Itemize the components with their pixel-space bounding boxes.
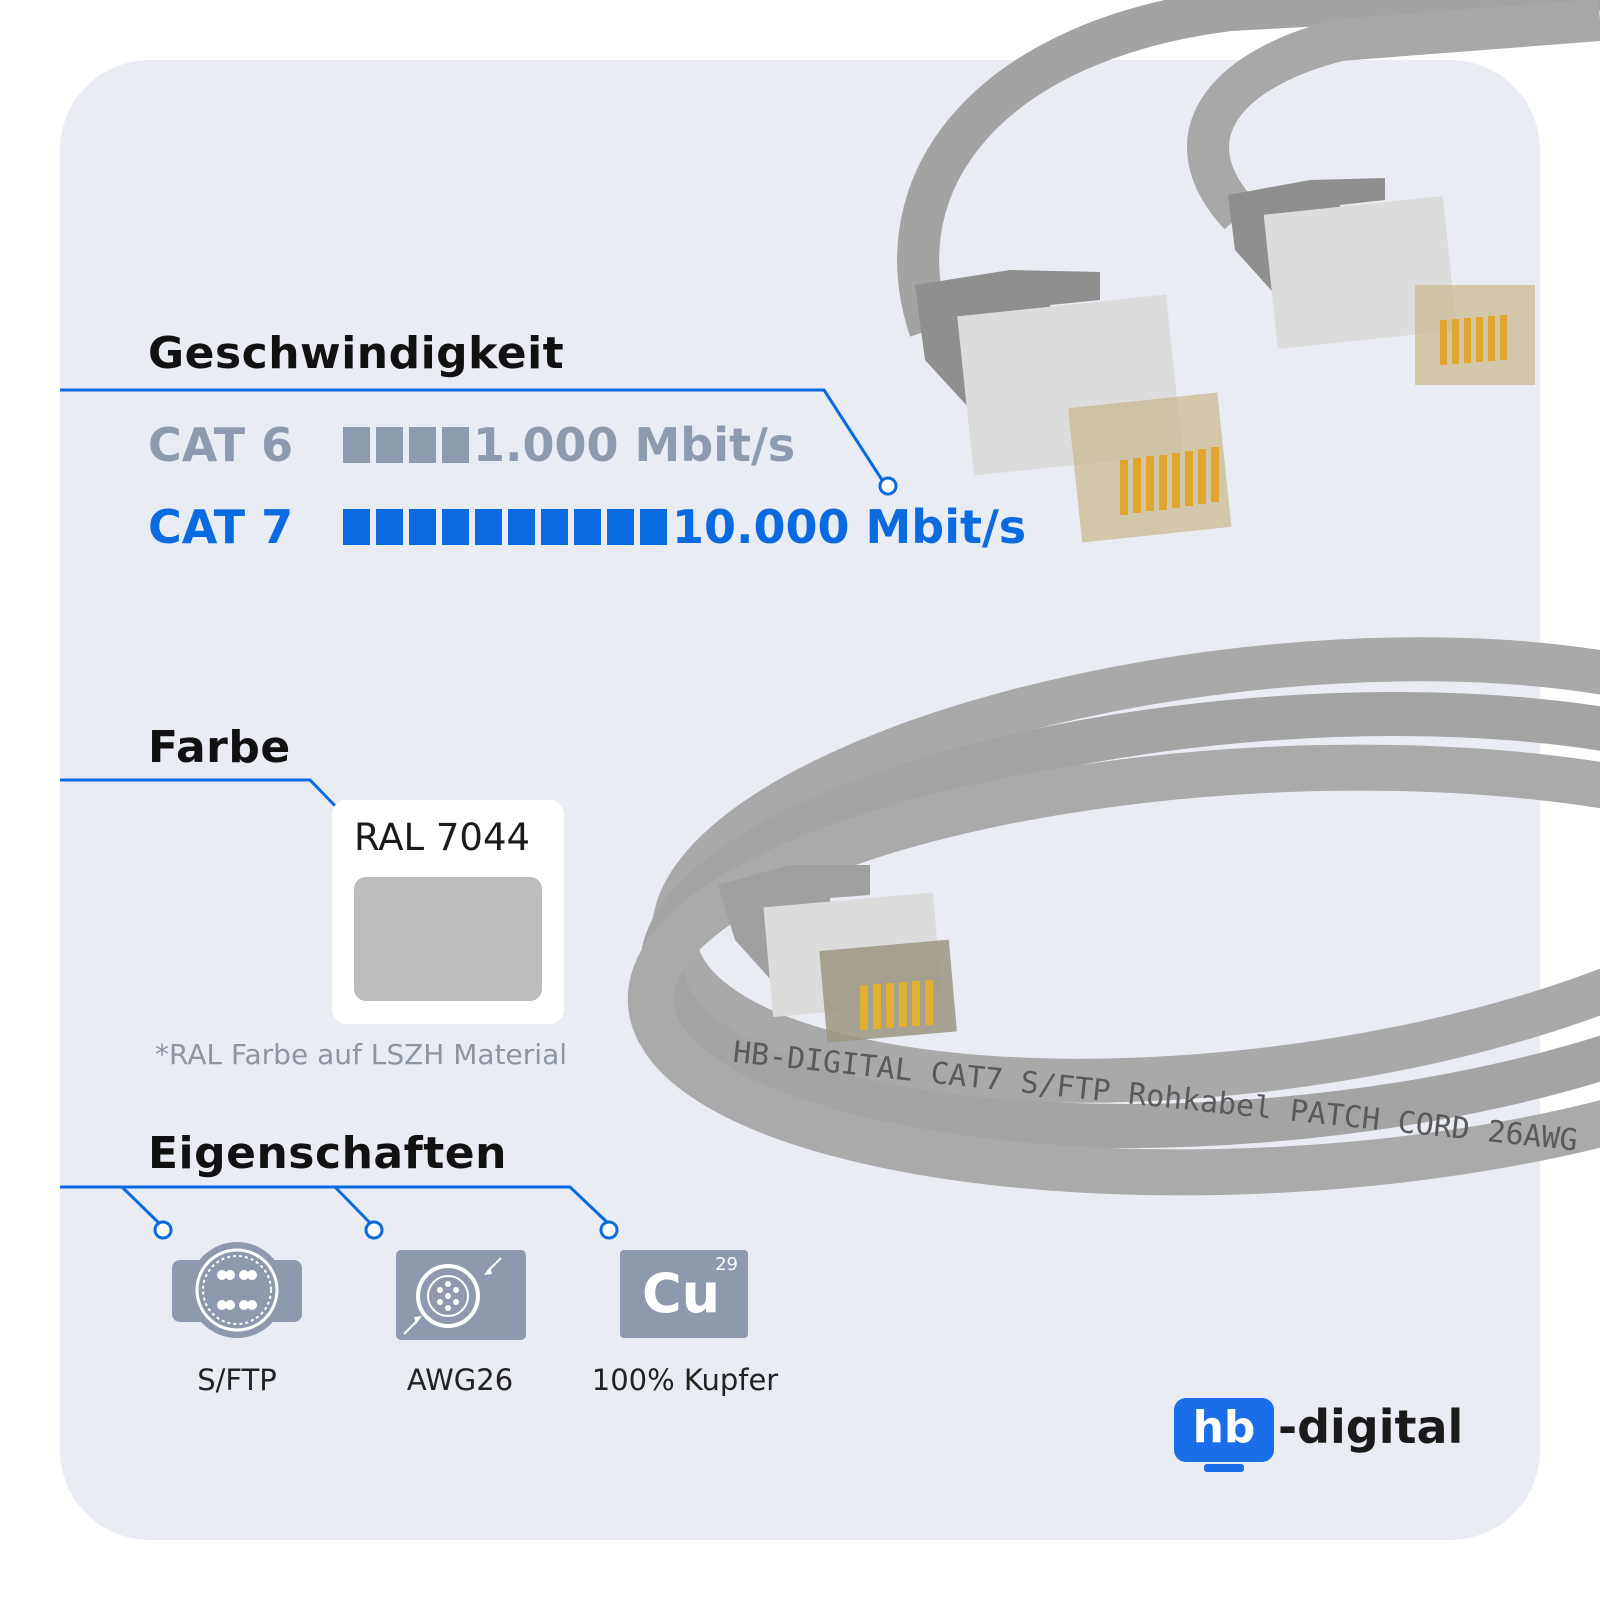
speed-bar-segment xyxy=(541,509,568,545)
upper-cable-2 xyxy=(1187,0,1600,230)
hb-digital-logo: hb -digital xyxy=(1174,1398,1464,1488)
properties-heading: Eigenschaften xyxy=(148,1128,507,1179)
speed-bar-segment xyxy=(376,509,403,545)
cat7-speed-bar xyxy=(343,509,667,545)
copper-symbol: Cu xyxy=(642,1262,721,1325)
speed-bar-segment xyxy=(376,427,403,463)
copper-label: 100% Kupfer xyxy=(591,1363,779,1397)
speed-bar-segment xyxy=(343,427,370,463)
speed-heading: Geschwindigkeit xyxy=(148,328,565,379)
cat6-speed-value: 1.000 Mbit/s xyxy=(473,418,796,472)
speed-bar-segment xyxy=(607,509,634,545)
speed-bar-segment xyxy=(574,509,601,545)
speed-bar-segment xyxy=(475,509,502,545)
copper-element-icon: Cu 29 xyxy=(620,1250,748,1338)
ral-color-card: RAL 7044 xyxy=(332,800,564,1024)
awg-wire-gauge-icon xyxy=(396,1250,526,1340)
material-footnote: *RAL Farbe auf LSZH Material xyxy=(155,1038,568,1071)
sftp-cable-cross-section-icon xyxy=(172,1242,302,1338)
connector-dot-copper xyxy=(599,1220,619,1240)
logo-hb-badge: hb xyxy=(1174,1398,1274,1462)
cat6-label: CAT 6 xyxy=(148,418,294,472)
color-heading: Farbe xyxy=(148,722,291,773)
speed-bar-segment xyxy=(442,427,469,463)
cat7-speed-value: 10.000 Mbit/s xyxy=(672,500,1027,554)
coil-loop-3 xyxy=(627,744,1600,1196)
connector-dot-speed xyxy=(878,476,898,496)
speed-bar-segment xyxy=(343,509,370,545)
cat7-label: CAT 7 xyxy=(148,500,294,554)
logo-monitor-stand xyxy=(1204,1464,1244,1472)
ral-code: RAL 7044 xyxy=(354,816,531,859)
speed-bar-segment xyxy=(442,509,469,545)
logo-wordmark: -digital xyxy=(1278,1400,1464,1454)
connector-dot-awg xyxy=(364,1220,384,1240)
speed-bar-segment xyxy=(640,509,667,545)
speed-bar-segment xyxy=(409,427,436,463)
copper-atomic-number: 29 xyxy=(715,1254,738,1275)
cat6-speed-bar xyxy=(343,427,469,463)
rj45-plug-upper-left xyxy=(915,270,1232,543)
sftp-label: S/FTP xyxy=(197,1363,277,1397)
speed-bar-segment xyxy=(409,509,436,545)
rj45-plug-front xyxy=(718,865,957,1043)
connector-dot-sftp xyxy=(153,1220,173,1240)
upper-cable-1 xyxy=(897,0,1600,337)
ral-color-swatch xyxy=(354,877,542,1001)
awg-label: AWG26 xyxy=(406,1363,514,1397)
rj45-plug-upper-right xyxy=(1228,178,1535,385)
speed-bar-segment xyxy=(508,509,535,545)
